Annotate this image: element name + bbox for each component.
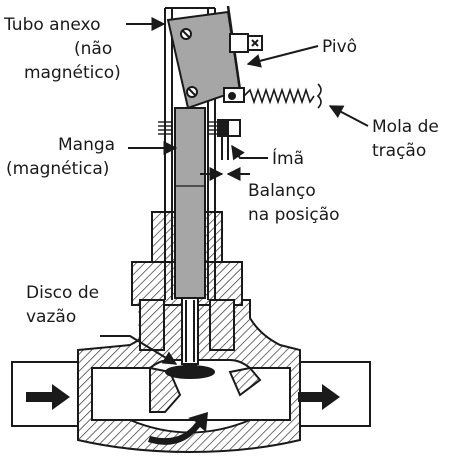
inlet-arrow-icon: [26, 384, 70, 410]
label-manga-2: (magnética): [6, 159, 109, 179]
stem-and-disc: [165, 297, 215, 379]
internal-flow-arrow-icon: [148, 412, 208, 445]
label-tubo-anexo-1: Tubo anexo: [3, 15, 100, 35]
label-mola-2: tração: [372, 141, 426, 161]
label-pivo: Pivô: [322, 37, 357, 57]
label-tubo-anexo-2: (não: [74, 39, 112, 59]
flow-arrows: [26, 384, 340, 445]
label-mola-1: Mola de: [372, 117, 439, 137]
tension-spring: [243, 83, 322, 109]
label-ima: Ímã: [272, 147, 304, 169]
switch-body: [166, 10, 242, 110]
outlet-arrow-icon: [298, 384, 340, 410]
pivot-mechanism: [200, 5, 263, 181]
label-manga-1: Manga: [58, 135, 115, 155]
label-disco-1: Disco de: [26, 283, 99, 303]
label-disco-2: vazão: [26, 307, 76, 327]
label-balanco-1: Balanço: [248, 181, 316, 201]
leader-lines: [100, 17, 369, 365]
label-balanco-2: na posição: [248, 205, 340, 225]
labels: Tubo anexo (não magnético) Pivô Mola de …: [3, 15, 439, 327]
label-tubo-anexo-3: magnético): [24, 63, 121, 83]
